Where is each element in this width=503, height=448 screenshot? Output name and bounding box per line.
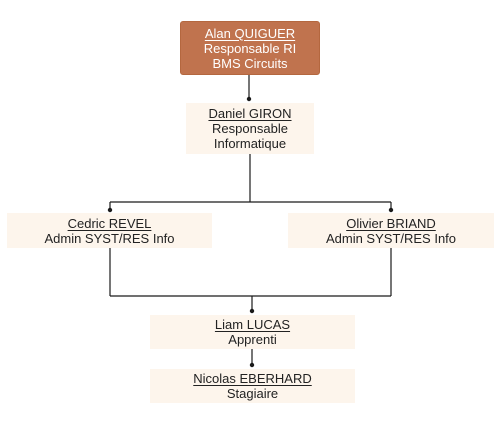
node-it-manager-name: Daniel GIRON bbox=[208, 106, 292, 121]
node-it-manager-role-line1: Responsable bbox=[212, 121, 288, 136]
connector-dot-briand bbox=[388, 207, 394, 213]
connector-dot-lucas bbox=[249, 308, 255, 314]
node-it-manager: Daniel GIRON Responsable Informatique bbox=[186, 103, 314, 154]
connector-dot-eberhard bbox=[249, 362, 255, 368]
node-head-role-line2: BMS Circuits bbox=[212, 55, 288, 71]
node-admin-left: Cedric REVEL Admin SYST/RES Info bbox=[7, 213, 212, 248]
connector-dot-revel bbox=[107, 207, 113, 213]
node-intern-name: Nicolas EBERHARD bbox=[193, 371, 312, 386]
node-it-manager-role-line2: Informatique bbox=[213, 136, 287, 151]
node-intern-role: Stagiaire bbox=[226, 386, 279, 401]
node-admin-left-name: Cedric REVEL bbox=[67, 215, 152, 231]
node-apprentice: Liam LUCAS Apprenti bbox=[150, 315, 355, 349]
node-apprentice-role: Apprenti bbox=[228, 332, 277, 347]
node-intern: Nicolas EBERHARD Stagiaire bbox=[150, 369, 355, 403]
node-admin-right-role: Admin SYST/RES Info bbox=[325, 230, 457, 246]
node-admin-right: Olivier BRIAND Admin SYST/RES Info bbox=[288, 213, 494, 248]
node-head-role-line1: Responsable RI bbox=[203, 40, 297, 56]
node-admin-left-role: Admin SYST/RES Info bbox=[44, 230, 175, 246]
node-head-name: Alan QUIGUER bbox=[204, 25, 296, 41]
node-head: Alan QUIGUER Responsable RI BMS Circuits bbox=[180, 21, 320, 75]
connector-dot-giron bbox=[246, 96, 252, 102]
node-admin-right-name: Olivier BRIAND bbox=[346, 215, 436, 231]
node-apprentice-name: Liam LUCAS bbox=[214, 317, 291, 332]
